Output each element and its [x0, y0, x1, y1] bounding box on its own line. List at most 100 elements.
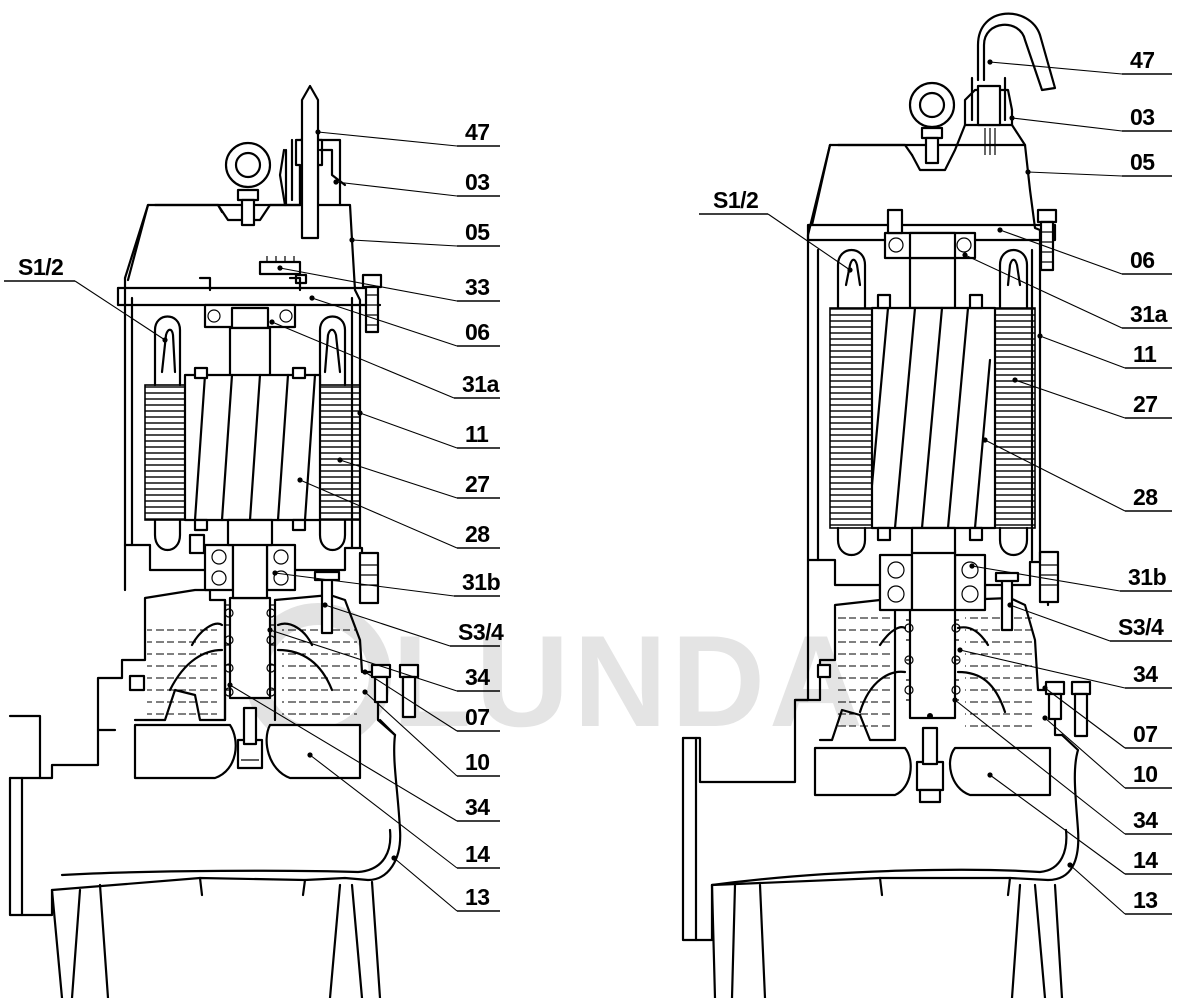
- left-part-label: 34: [465, 664, 490, 690]
- right-pump-drawing: [681, 12, 1092, 998]
- left-part-label: 31b: [462, 569, 501, 595]
- left-part-label: 27: [465, 471, 490, 497]
- left-part-label: 13: [465, 884, 490, 910]
- right-leader-line: [954, 699, 1126, 835]
- left-leader-dot: [227, 682, 233, 688]
- left-part-label: 11: [465, 421, 489, 447]
- right-part-label: 03: [1130, 104, 1155, 130]
- right-part-label: 11: [1133, 341, 1157, 367]
- right-leader-dot: [969, 563, 975, 569]
- left-part-label: 28: [465, 521, 490, 547]
- right-leader-dot: [952, 697, 958, 703]
- right-leader-line: [1014, 379, 1126, 419]
- left-part-label: 07: [465, 704, 490, 730]
- left-leader-dot: [357, 410, 363, 416]
- left-leader-dot: [333, 179, 339, 185]
- right-leader-line: [1069, 864, 1126, 915]
- left-part-label: S1/2: [18, 254, 63, 280]
- left-leader-line: [279, 267, 458, 302]
- left-leader-dot: [162, 337, 168, 343]
- left-leader-line: [351, 239, 458, 247]
- left-leader-line: [335, 181, 458, 197]
- right-part-label: 07: [1133, 721, 1158, 747]
- watermark-text: LUNDA: [392, 608, 867, 754]
- left-leader-line: [229, 684, 458, 822]
- left-part-label: 34: [465, 794, 490, 820]
- right-leader-dot: [1007, 602, 1013, 608]
- right-part-label: 06: [1130, 247, 1155, 273]
- left-leader-line: [339, 459, 458, 499]
- left-part-label: S3/4: [458, 619, 504, 645]
- left-part-label: 31a: [462, 371, 500, 397]
- left-part-label: 10: [465, 749, 490, 775]
- right-leader-line: [984, 439, 1126, 512]
- left-part-label: 06: [465, 319, 490, 345]
- left-leader-line: [309, 754, 458, 869]
- left-leader-dot: [309, 295, 315, 301]
- right-part-label: 05: [1130, 149, 1155, 175]
- left-leader-line: [269, 629, 458, 692]
- right-leader-dot: [1012, 377, 1018, 383]
- left-leader-dot: [277, 265, 283, 271]
- right-leader-dot: [957, 647, 963, 653]
- left-part-label: 47: [465, 119, 490, 145]
- right-leader-line: [989, 774, 1126, 875]
- left-part-label: 05: [465, 219, 490, 245]
- right-leader-line: [1044, 717, 1126, 789]
- left-leader-dot: [297, 477, 303, 483]
- left-leader-line: [317, 131, 458, 147]
- right-leader-line: [1027, 171, 1123, 177]
- left-leader-line: [364, 671, 458, 732]
- right-leader-dot: [982, 437, 988, 443]
- left-leader-dot: [391, 855, 397, 861]
- left-leader-dot: [362, 689, 368, 695]
- left-part-label: 03: [465, 169, 490, 195]
- right-part-label: S1/2: [713, 187, 758, 213]
- left-leader-line: [274, 572, 455, 597]
- right-leader-line: [1039, 335, 1126, 369]
- left-leader-line: [324, 604, 451, 647]
- right-leader-line: [767, 213, 851, 271]
- left-leader-dot: [267, 627, 273, 633]
- right-leader-dot: [1042, 715, 1048, 721]
- right-leader-line: [971, 565, 1121, 592]
- right-leader-line: [1044, 687, 1126, 749]
- oil-chamber-right: [838, 612, 890, 737]
- right-leader-dot: [987, 772, 993, 778]
- right-part-label: S3/4: [1118, 614, 1164, 640]
- right-part-label: 34: [1133, 807, 1158, 833]
- right-leader-line: [989, 61, 1123, 75]
- left-leader-line: [364, 691, 458, 777]
- right-part-label: 14: [1133, 847, 1158, 873]
- left-leader-line: [359, 412, 458, 449]
- oil-chamber-left: [147, 620, 217, 715]
- right-leader-dot: [962, 252, 968, 258]
- left-leader-dot: [322, 602, 328, 608]
- left-leader-line: [271, 321, 455, 399]
- left-part-label: 33: [465, 274, 490, 300]
- left-leader-dot: [307, 752, 313, 758]
- right-part-label: 34: [1133, 661, 1158, 687]
- left-leader-line: [311, 297, 458, 347]
- left-leader-dot: [337, 457, 343, 463]
- left-leader-dot: [315, 129, 321, 135]
- right-leader-dot: [987, 59, 993, 65]
- right-leader-line: [999, 229, 1123, 275]
- right-part-label: 13: [1133, 887, 1158, 913]
- left-leader-line: [299, 479, 458, 549]
- left-pump-drawing: [8, 84, 420, 998]
- right-leader-dot: [1025, 169, 1031, 175]
- right-leader-line: [1009, 604, 1111, 642]
- right-leader-dot: [1042, 685, 1048, 691]
- left-leader-dot: [269, 319, 275, 325]
- right-part-label: 31b: [1128, 564, 1167, 590]
- left-part-label: 14: [465, 841, 490, 867]
- right-leader-line: [964, 254, 1123, 329]
- right-leader-dot: [997, 227, 1003, 233]
- right-leader-dot: [1009, 115, 1015, 121]
- right-part-label: 27: [1133, 391, 1158, 417]
- left-leader-dot: [272, 570, 278, 576]
- right-leader-line: [959, 649, 1126, 689]
